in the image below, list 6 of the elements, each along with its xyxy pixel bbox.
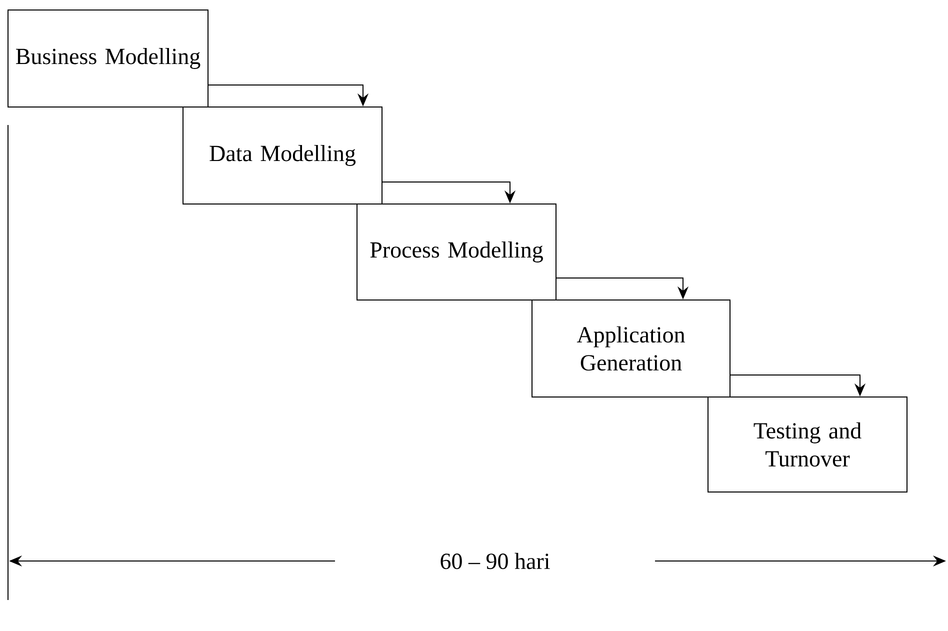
process-box: Process Modelling [356, 204, 556, 300]
dimension-label: 60 – 90 hari [440, 552, 550, 570]
process-box: Testing and Turnover [708, 396, 908, 492]
process-box: Business Modelling [8, 10, 208, 108]
process-box: Application Generation [532, 300, 730, 398]
process-box: Data Modelling [182, 106, 382, 204]
